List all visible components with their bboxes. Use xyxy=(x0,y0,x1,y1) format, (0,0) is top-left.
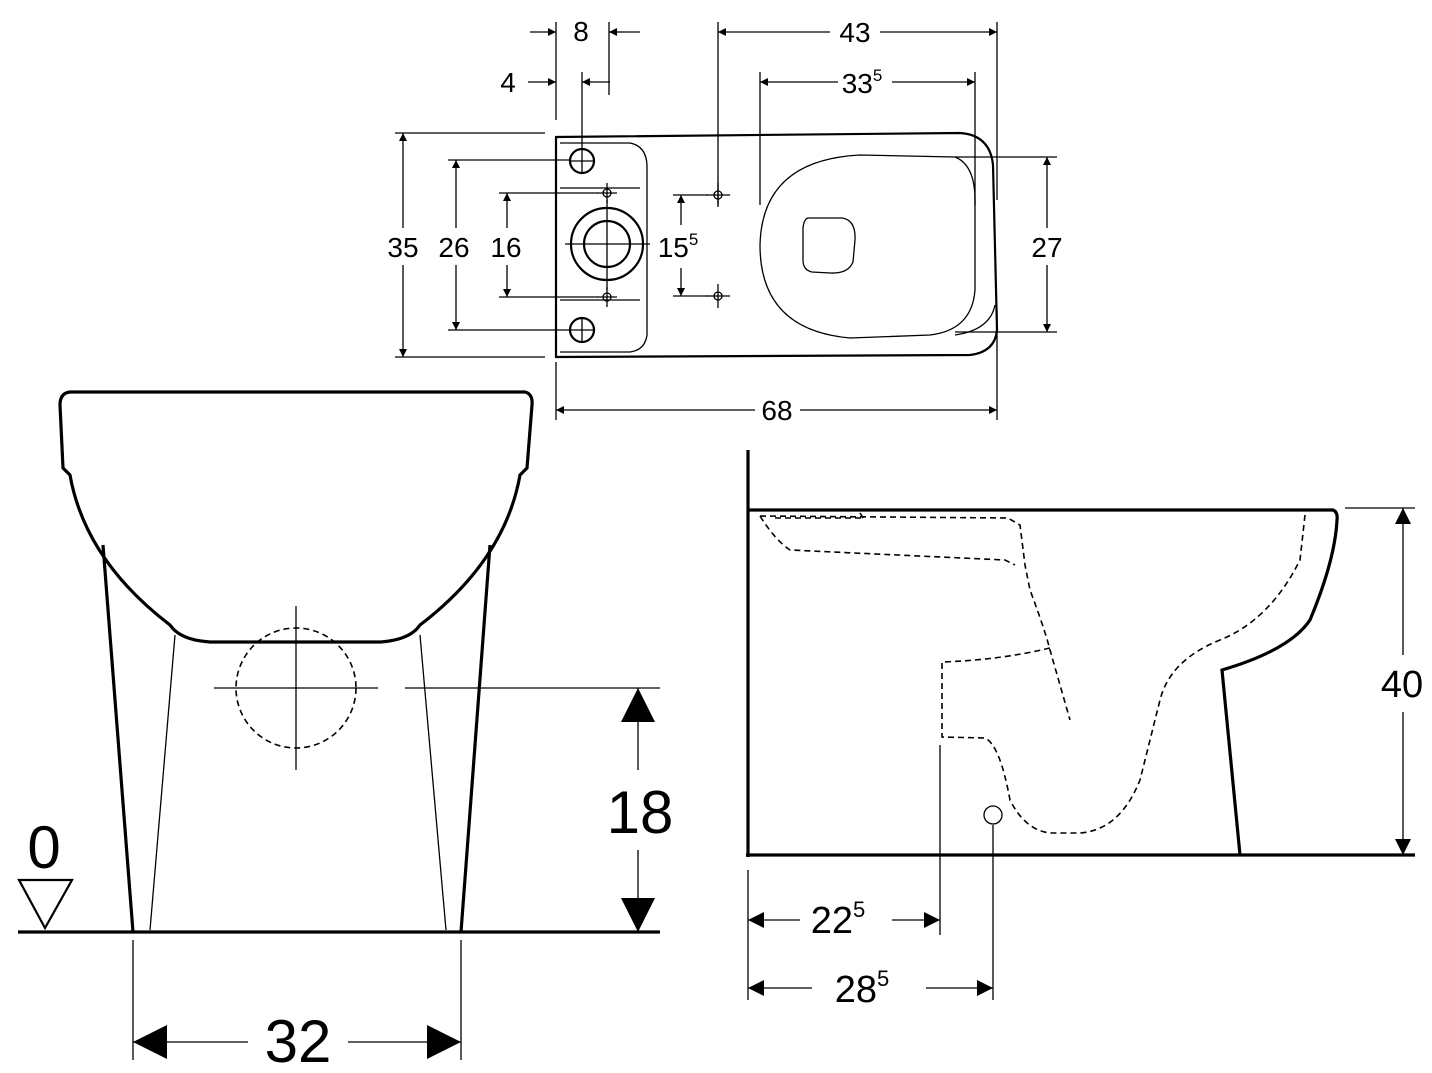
dim-16: 16 xyxy=(490,232,521,263)
dim-22-5: 225 xyxy=(811,897,866,942)
dim-68: 68 xyxy=(761,395,792,426)
pedestal-left xyxy=(101,544,135,933)
top-view: 35 26 16 155 27 68 43 335 8 4 xyxy=(387,16,1062,426)
top-outline xyxy=(554,131,999,359)
dim-18: 18 xyxy=(607,779,674,846)
front-view: 0 18 32 xyxy=(17,390,674,1073)
seat-lid-outline xyxy=(954,304,996,336)
dim-43: 43 xyxy=(839,17,870,48)
outlet-centerline xyxy=(214,606,660,770)
dim-35: 35 xyxy=(387,232,418,263)
seat-outline xyxy=(759,154,976,339)
floor-level-triangle-icon xyxy=(17,878,74,931)
floor-level-label: 0 xyxy=(27,814,60,881)
dim-15-5: 155 xyxy=(658,230,699,263)
dim-32: 32 xyxy=(265,1008,332,1073)
dim-8: 8 xyxy=(573,16,589,47)
pedestal-inner-lines xyxy=(149,634,447,931)
pedestal-right xyxy=(459,544,492,933)
dim-26: 26 xyxy=(438,232,469,263)
tank-lines xyxy=(560,187,640,301)
dim-27: 27 xyxy=(1031,232,1062,263)
dim-4: 4 xyxy=(500,67,516,98)
tank-outline xyxy=(560,142,648,353)
dim-40: 40 xyxy=(1381,664,1423,706)
dim-28-5: 285 xyxy=(835,966,890,1011)
dim-33-5: 335 xyxy=(842,66,883,99)
side-outlet-circle xyxy=(983,805,1003,825)
side-view: 40 225 285 xyxy=(746,450,1423,1011)
side-outline xyxy=(748,508,1339,856)
internal-trap-dashed xyxy=(759,512,1306,834)
bowl-opening xyxy=(802,217,856,274)
bowl-rim xyxy=(58,390,534,644)
